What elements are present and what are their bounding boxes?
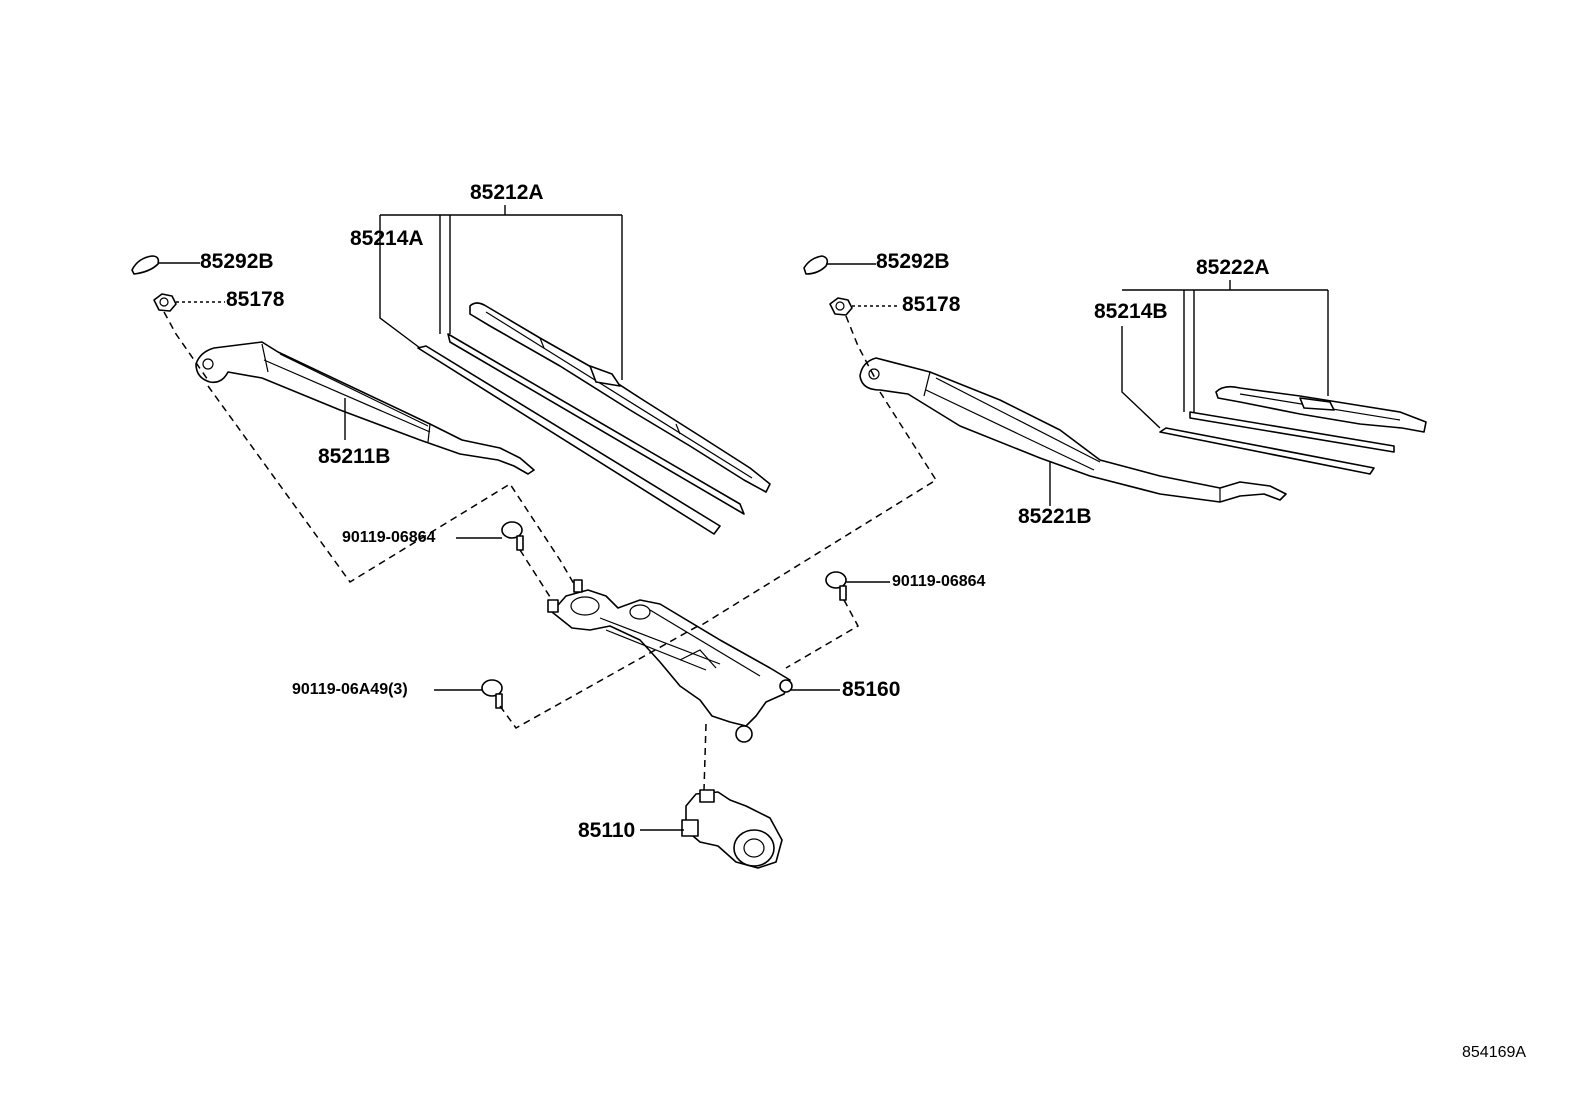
bolt-upper-left — [456, 521, 524, 551]
label-85292B-right: 85292B — [876, 250, 950, 273]
label-90119-06864-upper: 90119-06864 — [342, 529, 436, 546]
leaders-blade-right — [1121, 280, 1329, 429]
label-85211B: 85211B — [318, 445, 390, 468]
cap-right-part — [803, 255, 876, 275]
cap-left-part — [131, 255, 200, 275]
label-90119-06A49: 90119-06A49(3) — [292, 681, 408, 698]
blade-rubber-left — [417, 345, 721, 535]
label-85221B: 85221B — [1018, 505, 1092, 528]
bolt-lower-left — [434, 679, 503, 709]
label-85178-left: 85178 — [226, 288, 285, 311]
label-85292B-left: 85292B — [200, 250, 274, 273]
bolt-right — [825, 571, 890, 601]
wiper-arm-left — [195, 341, 535, 475]
label-85214B: 85214B — [1094, 300, 1168, 323]
label-85110: 85110 — [578, 819, 635, 842]
wiper-motor — [640, 789, 783, 869]
nut-left-part — [153, 293, 225, 312]
wiper-blade-right — [1189, 385, 1427, 453]
label-85178-right: 85178 — [902, 293, 961, 316]
reference-code: 854169A — [1462, 1044, 1526, 1061]
label-85212A: 85212A — [470, 181, 544, 204]
wiper-arm-right — [859, 357, 1287, 506]
wiper-link-assembly — [547, 579, 840, 743]
label-90119-06864-right: 90119-06864 — [892, 573, 986, 590]
leaders-blade-left — [379, 205, 623, 380]
label-85222A: 85222A — [1196, 256, 1270, 279]
assembly-dashed-lines — [163, 311, 938, 791]
label-85160: 85160 — [842, 678, 900, 701]
nut-right-part — [829, 297, 900, 316]
blade-rubber-right — [1159, 427, 1375, 475]
wiper-blade-left — [447, 302, 771, 515]
label-85214A: 85214A — [350, 227, 424, 250]
